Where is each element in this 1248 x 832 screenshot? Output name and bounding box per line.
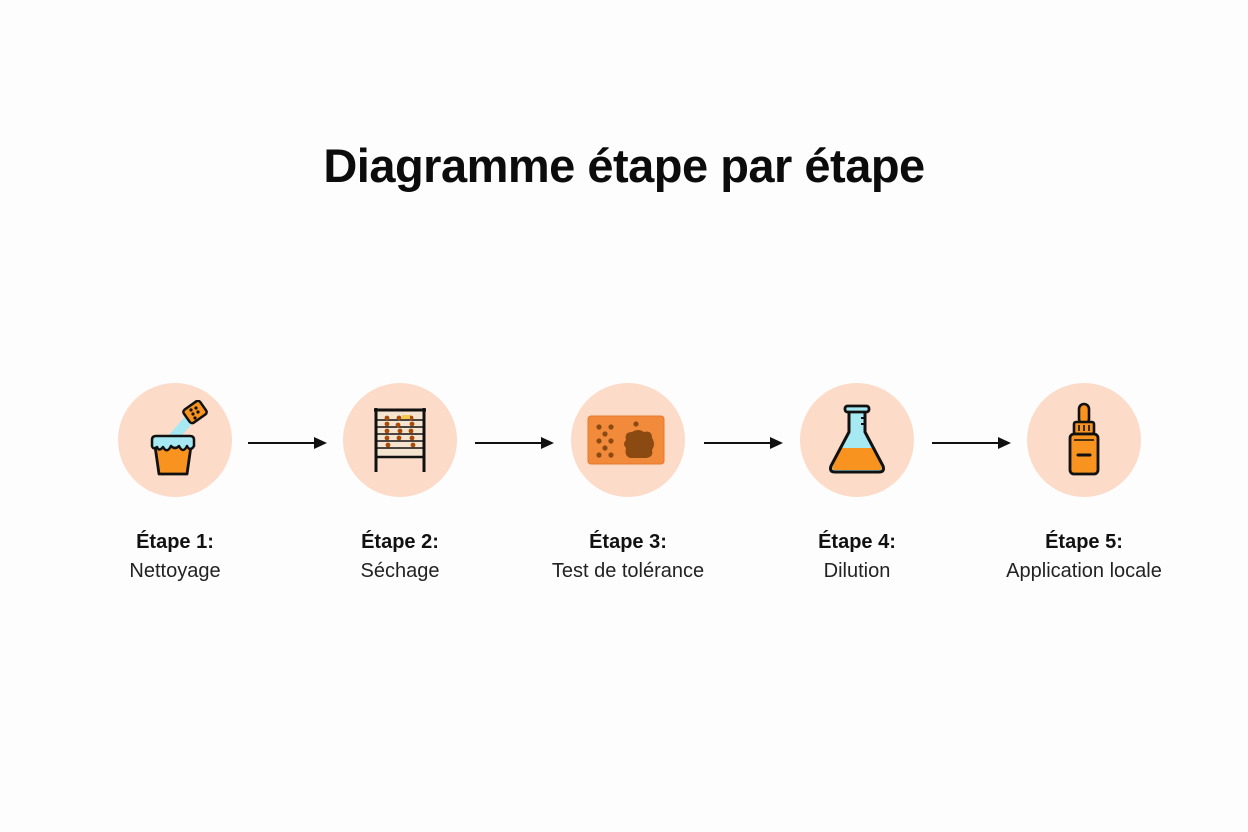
step-5-number: Étape 5: xyxy=(1045,531,1123,553)
drying-rack-icon xyxy=(374,408,426,472)
step-5: Étape 5: Application locale xyxy=(964,383,1204,583)
step-2-circle xyxy=(343,383,457,497)
step-1-number: Étape 1: xyxy=(136,531,214,553)
step-2-label: Séchage xyxy=(360,560,440,582)
flask-icon xyxy=(829,404,885,474)
step-3-label: Test de tolérance xyxy=(551,560,705,582)
step-5-label: Application locale xyxy=(1006,560,1162,582)
step-2: Étape 2: Séchage xyxy=(280,383,520,583)
arrow-right-icon xyxy=(248,437,327,449)
diagram-title: Diagramme étape par étape xyxy=(323,139,925,192)
step-3: Étape 3: Test de tolérance xyxy=(508,383,748,583)
step-2-number: Étape 2: xyxy=(361,531,439,553)
skin-patch-test-icon xyxy=(587,415,665,465)
step-3-number: Étape 3: xyxy=(589,531,667,553)
step-5-circle xyxy=(1027,383,1141,497)
step-4: Étape 4: Dilution xyxy=(737,383,977,583)
cleaning-bucket-icon xyxy=(150,400,208,476)
step-1-circle xyxy=(118,383,232,497)
step-4-number: Étape 4: xyxy=(818,531,896,553)
step-1: Étape 1: Nettoyage xyxy=(55,383,295,583)
step-4-circle xyxy=(800,383,914,497)
arrow-right-icon xyxy=(704,437,783,449)
step-4-label: Dilution xyxy=(823,560,891,582)
step-3-circle xyxy=(571,383,685,497)
arrow-right-icon xyxy=(475,437,554,449)
arrow-right-icon xyxy=(932,437,1011,449)
dropper-bottle-icon xyxy=(1068,402,1100,476)
step-1-label: Nettoyage xyxy=(129,560,221,582)
